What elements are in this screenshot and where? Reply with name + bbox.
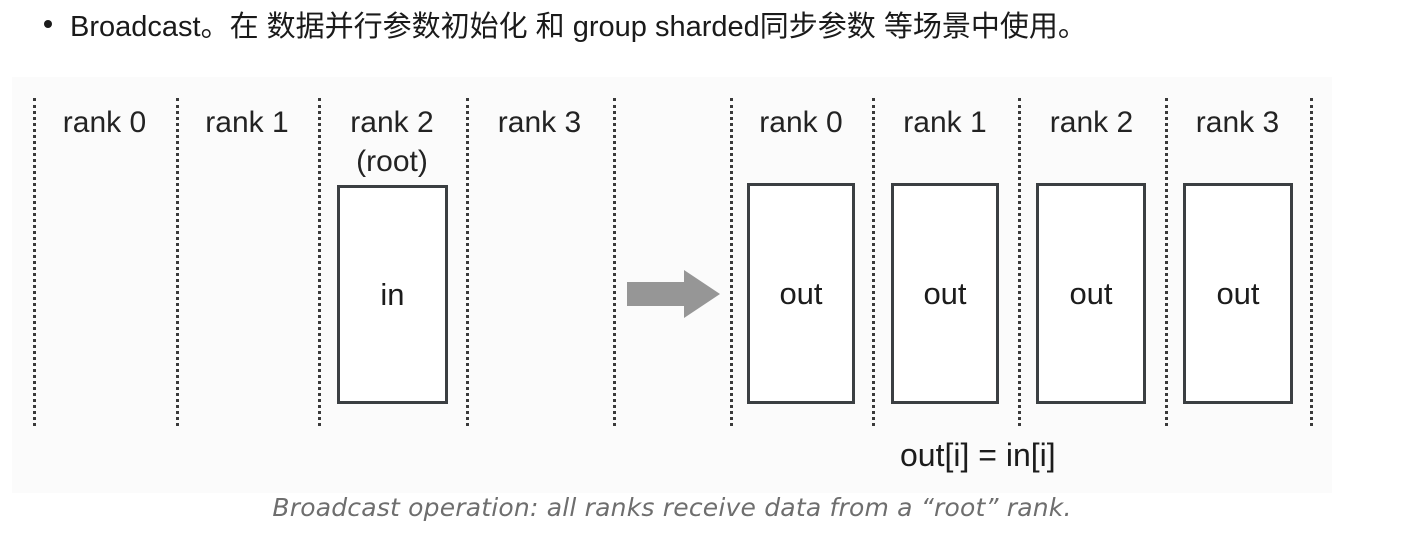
rank-divider-left-3 [466, 98, 469, 426]
output-data-box-0-label: out [779, 275, 823, 311]
output-rank-label-1-text: rank 1 [903, 106, 987, 139]
input-data-box-label: in [380, 276, 405, 312]
rank-divider-left-1 [176, 98, 179, 426]
rank-divider-right-2 [1018, 98, 1021, 426]
output-rank-label-0-text: rank 0 [759, 106, 843, 139]
input-rank-label-2-text: rank 2 [350, 106, 434, 139]
output-rank-label-2-text: rank 2 [1049, 106, 1134, 139]
input-rank-label-2-sublabel: (root) [356, 145, 428, 178]
input-rank-label-3: rank 3 [466, 103, 613, 142]
output-data-box-2-label: out [1069, 275, 1113, 311]
output-data-box-rank-1: out [891, 183, 999, 404]
output-data-box-rank-3: out [1183, 183, 1293, 404]
input-rank-label-0: rank 0 [33, 103, 176, 142]
input-rank-label-1: rank 1 [176, 103, 318, 142]
output-rank-label-1: rank 1 [872, 103, 1018, 142]
bullet-text: Broadcast。在 数据并行参数初始化 和 group sharded同步参… [70, 11, 1087, 43]
output-rank-label-3-text: rank 3 [1195, 106, 1280, 139]
rank-divider-left-0 [33, 98, 36, 426]
bullet-marker-icon [44, 20, 52, 28]
rank-divider-right-1 [872, 98, 875, 426]
output-rank-label-0: rank 0 [730, 103, 872, 142]
output-rank-label-3: rank 3 [1165, 103, 1310, 142]
input-rank-label-2: rank 2 (root) [318, 103, 466, 181]
output-data-box-1-label: out [923, 275, 967, 311]
output-rank-label-2: rank 2 [1018, 103, 1165, 142]
rank-divider-right-4 [1310, 98, 1313, 426]
input-rank-label-3-text: rank 3 [497, 106, 582, 139]
right-arrow-icon [627, 270, 720, 318]
rank-divider-left-4 [613, 98, 616, 426]
rank-divider-right-3 [1165, 98, 1168, 426]
output-data-box-rank-2: out [1036, 183, 1146, 404]
output-data-box-rank-0: out [747, 183, 855, 404]
rank-divider-right-0 [730, 98, 733, 426]
input-rank-label-1-text: rank 1 [205, 106, 289, 139]
input-data-box-rank-2: in [337, 185, 448, 404]
diagram-caption: Broadcast operation: all ranks receive d… [272, 493, 1072, 522]
bullet-paragraph: Broadcast。在 数据并行参数初始化 和 group sharded同步参… [0, 0, 1406, 60]
rank-divider-left-2 [318, 98, 321, 426]
input-rank-label-0-text: rank 0 [62, 106, 147, 139]
formula-text: out[i] = in[i] [900, 437, 1056, 473]
output-data-box-3-label: out [1216, 275, 1260, 311]
